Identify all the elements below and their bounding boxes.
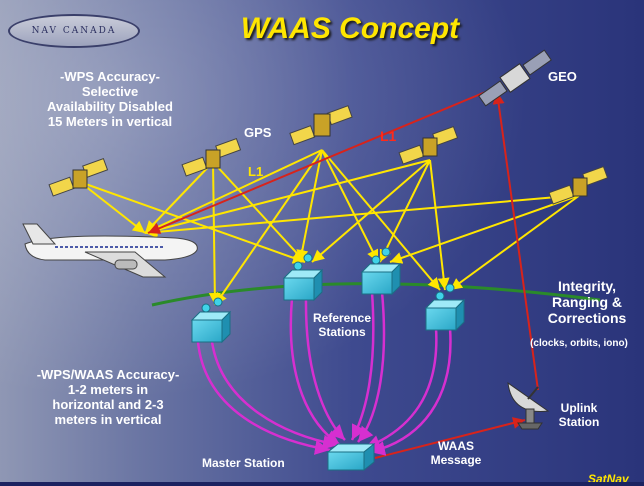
reference-station-icon (360, 247, 402, 296)
waas-message-line (374, 417, 526, 459)
signal-line (144, 149, 323, 234)
page-title: WAAS Concept (240, 12, 460, 45)
waas-message-label: WAAS Message (426, 439, 486, 468)
ground-link (196, 341, 331, 455)
signal-line (79, 181, 146, 234)
logo-text: NAV CANADA (31, 26, 117, 36)
uplink-station-label: Uplink Station (552, 401, 606, 430)
waas-accuracy-line: horizontal and 2-3 (52, 396, 164, 412)
wps-accuracy-line: -WPS Accuracy- (60, 69, 160, 84)
uplink-line: Uplink (560, 401, 598, 415)
satellite-icon (478, 49, 552, 107)
reference-stations-label: Reference Stations (300, 311, 384, 340)
l1-red-label: L1 (380, 128, 397, 144)
airplane-icon (22, 223, 198, 278)
ground-link (304, 297, 346, 441)
signal-line (208, 161, 221, 306)
signal-line (379, 159, 431, 263)
master-station-label: Master Station (202, 456, 285, 470)
signal-line (144, 161, 214, 234)
integrity-line: Integrity, (557, 278, 617, 294)
waas-message-line: Message (430, 452, 482, 467)
signal-line (389, 194, 581, 264)
satellite-icon (398, 125, 459, 165)
gps-label: GPS (244, 125, 272, 140)
waas-accuracy-line: meters in vertical (54, 411, 162, 427)
ground-link (369, 327, 452, 456)
reference-station-icon (190, 297, 232, 344)
signal-line (321, 149, 379, 263)
bottom-bar (0, 482, 644, 486)
satellite-dish-icon (507, 381, 550, 430)
signal-line (144, 194, 581, 238)
ground-link (364, 327, 438, 450)
integrity-label: Integrity, Ranging & Corrections (532, 278, 642, 326)
wps-accuracy-line: Availability Disabled (47, 98, 173, 114)
ground-link (210, 341, 339, 450)
signal-line (311, 159, 431, 263)
waas-message-line: WAAS (438, 439, 474, 453)
ground-link (350, 291, 375, 441)
signal-line (214, 149, 323, 306)
reference-stations-line: Reference (312, 311, 372, 325)
nav-canada-logo: NAV CANADA (8, 14, 140, 48)
horizon-arc (151, 282, 601, 307)
integrity-line: Corrections (547, 310, 627, 327)
satellite-icon (548, 165, 609, 205)
reference-stations-line: Stations (318, 324, 366, 339)
master-station-icon (326, 442, 376, 472)
waas-accuracy-line: -WPS/WAAS Accuracy- (36, 367, 180, 382)
satellite-icon (48, 157, 109, 197)
geo-downlink-line (147, 87, 496, 234)
uplink-line: Station (558, 414, 600, 429)
signal-line (429, 159, 450, 291)
satellite-icon (181, 137, 242, 177)
uplink-line (492, 91, 539, 391)
integrity-line: Ranging & (552, 294, 622, 311)
ground-link (357, 291, 386, 443)
signal-line (212, 161, 306, 263)
signal-line (144, 159, 431, 236)
waas-accuracy-note: -WPS/WAAS Accuracy- 1-2 meters in horizo… (8, 367, 208, 428)
wps-accuracy-line: 15 Meters in vertical (47, 113, 173, 129)
geo-label: GEO (548, 69, 577, 84)
satellite-icon (289, 105, 353, 146)
wps-accuracy-note: -WPS Accuracy- Selective Availability Di… (14, 69, 206, 130)
reference-station-icon (424, 283, 466, 332)
reference-station-icon (282, 253, 324, 302)
l1-yellow-label: L1 (248, 164, 264, 179)
wps-accuracy-line: Selective (81, 83, 139, 99)
signal-line (79, 181, 306, 264)
integrity-detail: (clocks, orbits, iono) (530, 338, 628, 349)
waas-accuracy-line: 1-2 meters in (67, 381, 149, 397)
signal-line (321, 149, 441, 291)
signal-line (296, 149, 323, 263)
signal-line (449, 194, 581, 291)
